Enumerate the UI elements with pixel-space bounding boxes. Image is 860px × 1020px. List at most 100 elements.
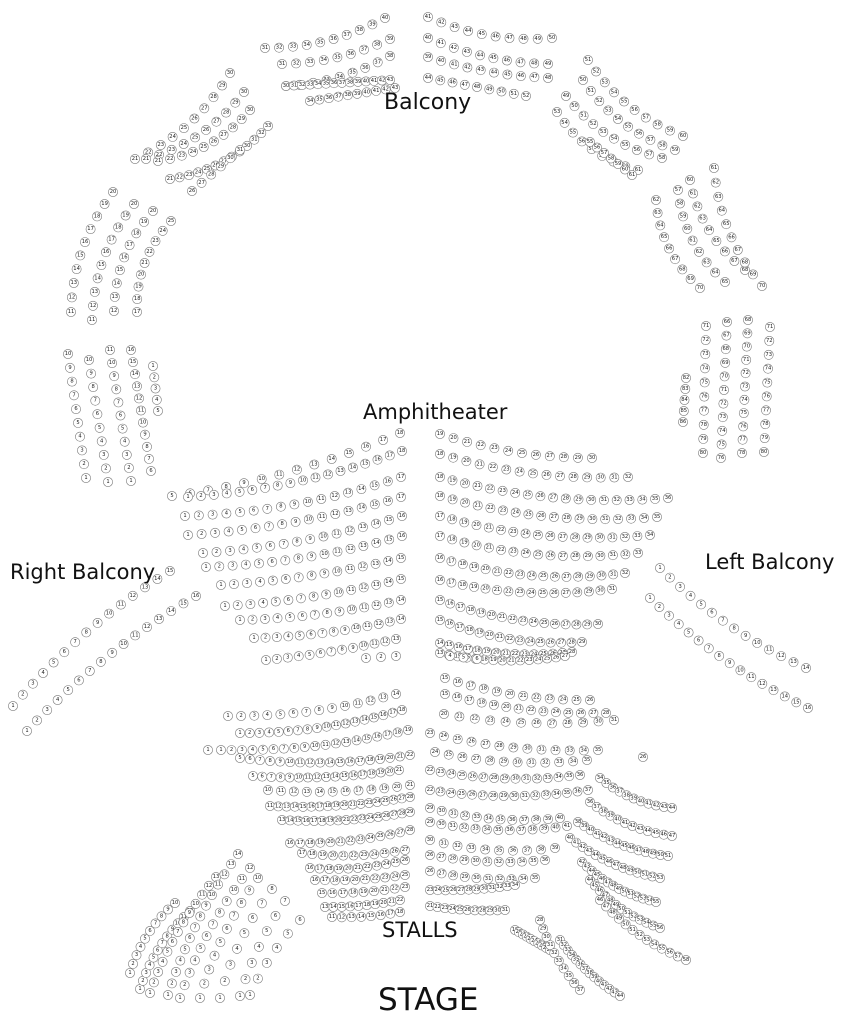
seat[interactable]: 24	[178, 139, 189, 149]
seat[interactable]: 28	[488, 790, 499, 801]
seat-circle[interactable]	[165, 174, 175, 184]
seat-circle[interactable]	[594, 96, 605, 106]
seat[interactable]: 13	[343, 487, 353, 498]
seat[interactable]: 26	[541, 469, 552, 480]
seat[interactable]: 13	[343, 505, 354, 516]
seat[interactable]: 22	[370, 873, 380, 884]
seat-circle[interactable]	[502, 69, 513, 80]
seat[interactable]: 32	[460, 810, 470, 821]
seat-circle[interactable]	[167, 131, 178, 142]
seat[interactable]: 2	[79, 459, 89, 470]
seat-circle[interactable]	[462, 62, 473, 73]
seat[interactable]: 21	[472, 500, 483, 511]
seat[interactable]: 27	[548, 492, 558, 503]
seat-circle[interactable]	[221, 107, 231, 118]
seat[interactable]: 3	[77, 445, 87, 456]
seat[interactable]: 24	[520, 548, 531, 559]
seat[interactable]: 5	[683, 627, 694, 638]
seat[interactable]: 1	[245, 990, 255, 1000]
seat[interactable]: 22	[348, 850, 359, 861]
seat-circle[interactable]	[423, 12, 433, 22]
seat-circle[interactable]	[585, 86, 596, 96]
seat[interactable]: 6	[295, 915, 305, 925]
seat[interactable]: 3	[245, 599, 256, 609]
seat[interactable]: 5	[215, 937, 226, 947]
seat[interactable]: 24	[369, 849, 380, 860]
seat[interactable]: 32	[493, 856, 504, 867]
seat[interactable]: 17	[124, 240, 135, 250]
seat[interactable]: 31	[448, 808, 459, 819]
seat[interactable]: 8	[337, 644, 347, 655]
seat[interactable]: 67	[732, 245, 743, 255]
seat[interactable]: 33	[288, 41, 298, 52]
seat-circle[interactable]	[518, 33, 529, 44]
seat[interactable]: 9	[334, 606, 345, 617]
seat-circle[interactable]	[613, 114, 623, 124]
seat[interactable]: 4	[75, 431, 85, 442]
seat[interactable]: 1	[183, 530, 193, 540]
seat[interactable]: 19	[488, 700, 499, 710]
seat[interactable]: 34	[305, 96, 315, 106]
seat[interactable]: 6	[267, 557, 278, 567]
seat[interactable]: 35	[530, 873, 540, 883]
seat-circle[interactable]	[359, 44, 369, 55]
seat[interactable]: 17	[320, 875, 330, 886]
seat[interactable]: 9	[348, 642, 358, 653]
seat-circle[interactable]	[627, 170, 637, 180]
seat[interactable]: 9	[319, 568, 330, 579]
seat[interactable]: 19	[340, 875, 350, 885]
seat[interactable]: 21	[139, 258, 150, 268]
seat[interactable]: 25	[516, 717, 526, 728]
seat[interactable]: 6	[184, 933, 195, 944]
seat[interactable]: 7	[703, 643, 714, 654]
seat[interactable]: 7	[280, 555, 291, 566]
seat[interactable]: 31	[521, 773, 532, 784]
seat[interactable]: 27	[544, 451, 555, 462]
seat[interactable]: 24	[193, 167, 203, 178]
seat-circle[interactable]	[559, 117, 570, 128]
seat[interactable]: 21	[394, 765, 404, 775]
seat[interactable]: 30	[436, 819, 447, 830]
seat[interactable]: 57	[645, 134, 656, 145]
seat[interactable]: 7	[69, 390, 79, 401]
seat[interactable]: 54	[609, 87, 619, 98]
seat[interactable]: 66	[720, 246, 730, 257]
seat-circle[interactable]	[99, 199, 110, 209]
seat[interactable]: 29	[573, 494, 584, 505]
seat[interactable]: 16	[340, 786, 351, 797]
seat-circle[interactable]	[552, 107, 562, 117]
seat[interactable]: 20	[460, 497, 470, 508]
seat[interactable]: 14	[435, 638, 445, 648]
seat[interactable]: 28	[572, 587, 583, 598]
seat[interactable]: 26	[536, 510, 547, 521]
seat[interactable]: 49	[543, 59, 553, 69]
seat[interactable]: 5	[267, 575, 278, 586]
seat-circle[interactable]	[657, 140, 668, 151]
seat[interactable]: 23	[501, 464, 512, 475]
seat[interactable]: 16	[453, 642, 464, 653]
seat[interactable]: 7	[172, 927, 183, 937]
seat[interactable]: 26	[576, 708, 586, 719]
seat[interactable]: 18	[397, 446, 407, 456]
seat-circle[interactable]	[385, 34, 395, 44]
seat[interactable]: 4	[151, 394, 162, 405]
seat[interactable]: 16	[397, 511, 407, 521]
seat[interactable]: 30	[245, 105, 255, 115]
seat[interactable]: 5	[696, 599, 706, 610]
seat[interactable]: 46	[501, 55, 512, 66]
seat[interactable]: 35	[493, 825, 504, 835]
seat[interactable]: 37	[359, 44, 369, 55]
seat[interactable]: 56	[629, 105, 640, 115]
seat[interactable]: 4	[293, 651, 304, 662]
seat[interactable]: 15	[440, 689, 450, 699]
seat[interactable]: 19	[99, 199, 110, 209]
seat[interactable]: 3	[225, 545, 235, 556]
seat[interactable]: 15	[444, 640, 455, 651]
seat[interactable]: 2	[654, 602, 665, 612]
seat[interactable]: 31	[609, 715, 619, 725]
seat[interactable]: 6	[257, 771, 268, 782]
seat[interactable]: 12	[134, 393, 144, 404]
seat[interactable]: 15	[317, 888, 327, 898]
seat[interactable]: 13	[350, 716, 360, 727]
seat[interactable]: 9	[321, 589, 332, 600]
